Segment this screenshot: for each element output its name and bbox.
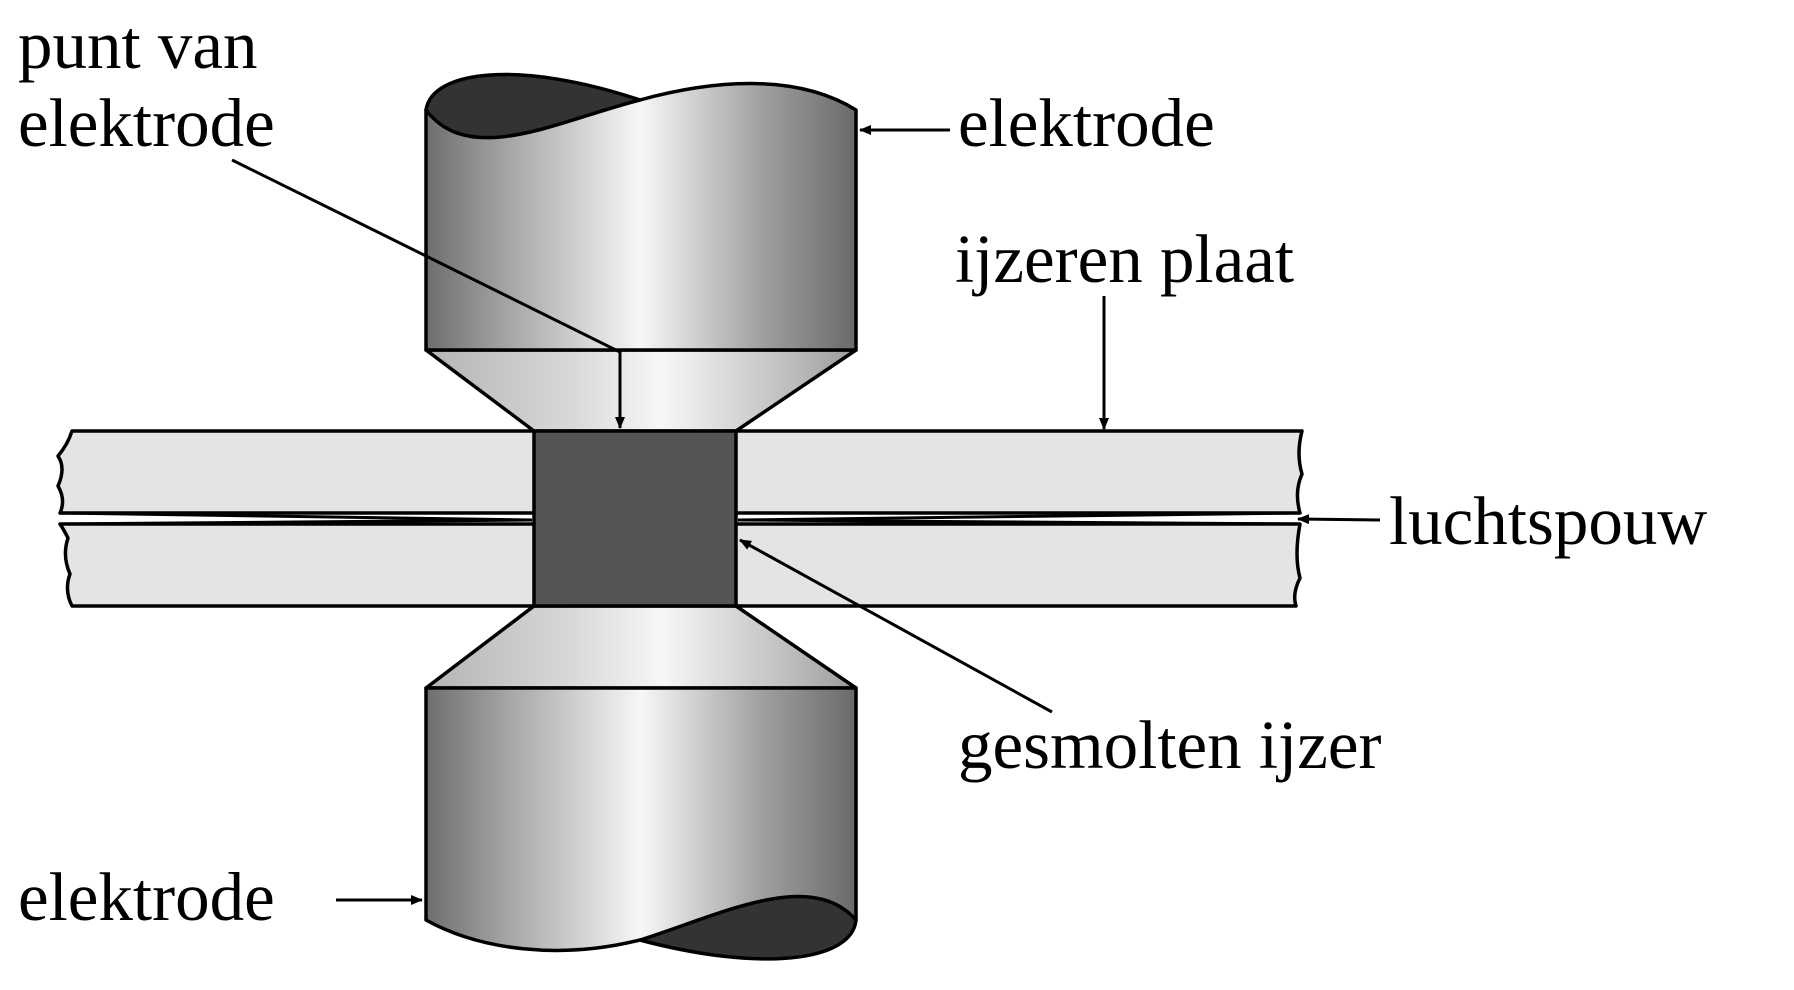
air-gap xyxy=(59,511,1301,526)
label-tip-line2: elektrode xyxy=(18,85,275,161)
leader-lines xyxy=(231,125,1381,905)
label-molten-iron: gesmolten ijzer xyxy=(958,707,1381,783)
label-electrode-top: elektrode xyxy=(958,85,1215,161)
molten-iron-nugget xyxy=(532,429,738,608)
upper-electrode-cut-face xyxy=(424,72,642,140)
label-tip-line1: punt van xyxy=(18,7,258,83)
label-air-gap: luchtspouw xyxy=(1389,483,1707,559)
upper-electrode-tip xyxy=(424,348,858,433)
leader-air-gap xyxy=(1297,514,1381,525)
upper-electrode xyxy=(424,72,858,433)
leader-tip xyxy=(231,158,625,429)
lower-electrode-tip xyxy=(424,604,858,690)
lower-electrode-cut-face xyxy=(638,894,858,961)
leader-molten-iron xyxy=(739,538,1053,714)
labels: punt van elektrode elektrode ijzeren pla… xyxy=(18,7,1707,935)
lower-electrode xyxy=(424,604,858,961)
label-electrode-bottom: elektrode xyxy=(18,859,275,935)
label-iron-plate: ijzeren plaat xyxy=(955,221,1294,297)
